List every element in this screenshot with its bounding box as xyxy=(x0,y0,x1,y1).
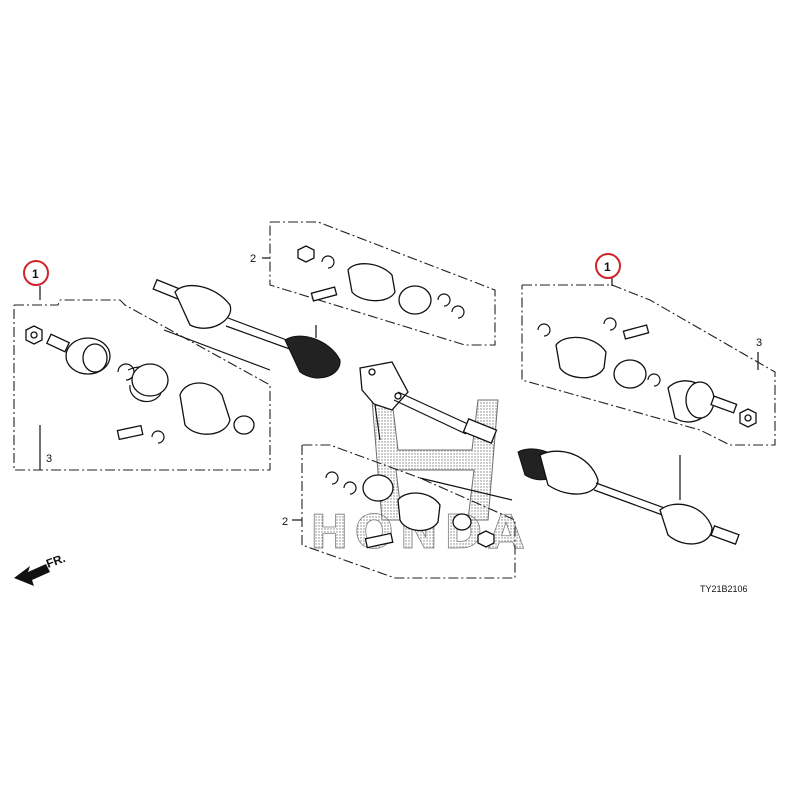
honda-logo-watermark: HONDA xyxy=(310,399,524,559)
callout-set-left: 3 xyxy=(46,453,52,465)
bottom-boot-kit xyxy=(292,444,516,579)
highlight-ring-left xyxy=(23,260,49,286)
left-driveshaft-assembly xyxy=(152,278,341,379)
right-driveshaft-assembly xyxy=(517,448,740,545)
top-boot-kit xyxy=(262,221,496,346)
left-outboard-joint-set xyxy=(13,286,271,471)
callout-ref-right: 1 xyxy=(604,260,611,274)
front-direction-arrow: FR. xyxy=(14,551,67,586)
direction-label: FR. xyxy=(44,551,67,571)
intermediate-shaft-bracket xyxy=(359,361,498,444)
callout-kit-bottom: 2 xyxy=(282,516,288,528)
highlight-ring-right xyxy=(595,253,621,279)
diagram-code: TY21B2106 xyxy=(700,584,748,594)
right-outboard-joint-set xyxy=(521,278,776,446)
callout-set-right: 3 xyxy=(756,337,762,349)
callout-ref-left: 1 xyxy=(32,267,39,281)
callout-kit-top: 2 xyxy=(250,253,256,265)
